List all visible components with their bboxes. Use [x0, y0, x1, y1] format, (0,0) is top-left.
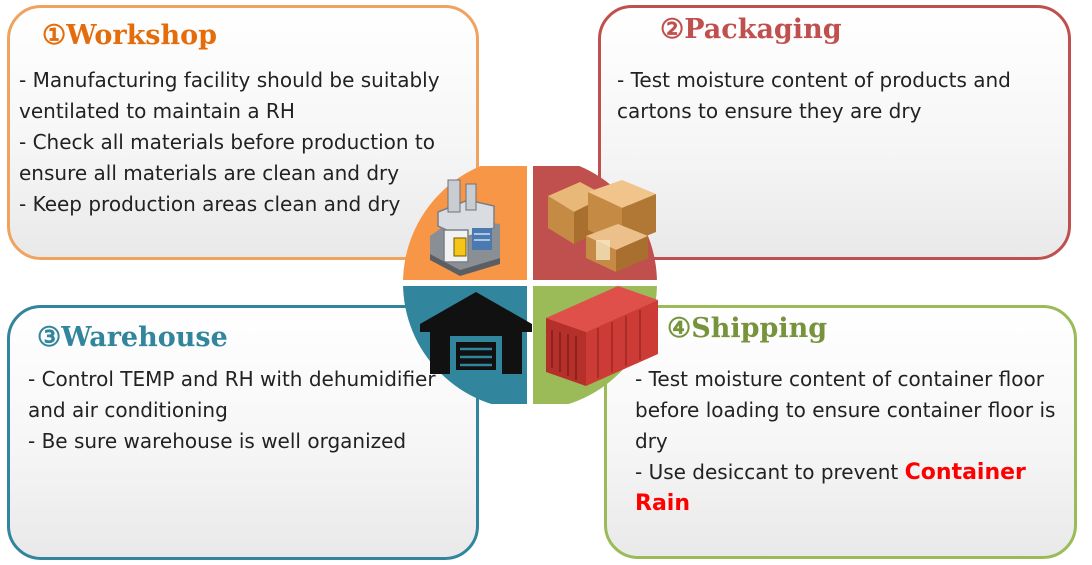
factory-icon [430, 179, 500, 276]
container-rain-highlight: Container Rain [635, 460, 1026, 516]
center-wheel [403, 166, 658, 404]
warehouse-line: - Be sure warehouse is well organized [28, 429, 407, 453]
shipping-card [604, 305, 1077, 559]
warehouse-line: - Control TEMP and RH with dehumidifier … [28, 367, 436, 422]
warehouse-title-text: Warehouse [61, 322, 228, 353]
workshop-number: ① [42, 20, 67, 51]
packaging-title: ②Packaging [660, 14, 842, 45]
workshop-title: ①Workshop [42, 20, 217, 51]
workshop-card [7, 5, 479, 260]
shipping-title-text: Shipping [691, 313, 828, 344]
workshop-line: - Manufacturing facility should be suita… [19, 68, 440, 123]
workshop-title-text: Workshop [66, 20, 217, 51]
shipping-line-prefix: - Use desiccant to prevent [635, 460, 905, 484]
shipping-line: - Test moisture content of container flo… [635, 367, 1056, 453]
workshop-line: - Check all materials before production … [19, 130, 435, 185]
shipping-text: - Test moisture content of container flo… [635, 364, 1080, 519]
packaging-line: - Test moisture content of products and … [617, 68, 1011, 123]
warehouse-icon [420, 292, 532, 374]
shipping-container-icon [546, 286, 658, 386]
packaging-text: - Test moisture content of products and … [617, 65, 1057, 127]
warehouse-number: ③ [37, 322, 62, 353]
warehouse-card [7, 305, 479, 560]
shipping-title: ④Shipping [667, 313, 827, 344]
workshop-text: - Manufacturing facility should be suita… [19, 65, 479, 220]
packaging-title-text: Packaging [684, 14, 842, 45]
shipping-number: ④ [667, 313, 692, 344]
workshop-line: - Keep production areas clean and dry [19, 192, 401, 216]
packaging-number: ② [660, 14, 685, 45]
shipping-line: - Use desiccant to prevent Container Rai… [635, 457, 1080, 519]
packaging-card [598, 5, 1071, 260]
cardboard-boxes-icon [548, 180, 656, 272]
warehouse-text: - Control TEMP and RH with dehumidifier … [28, 364, 468, 457]
warehouse-title: ③Warehouse [37, 322, 228, 353]
